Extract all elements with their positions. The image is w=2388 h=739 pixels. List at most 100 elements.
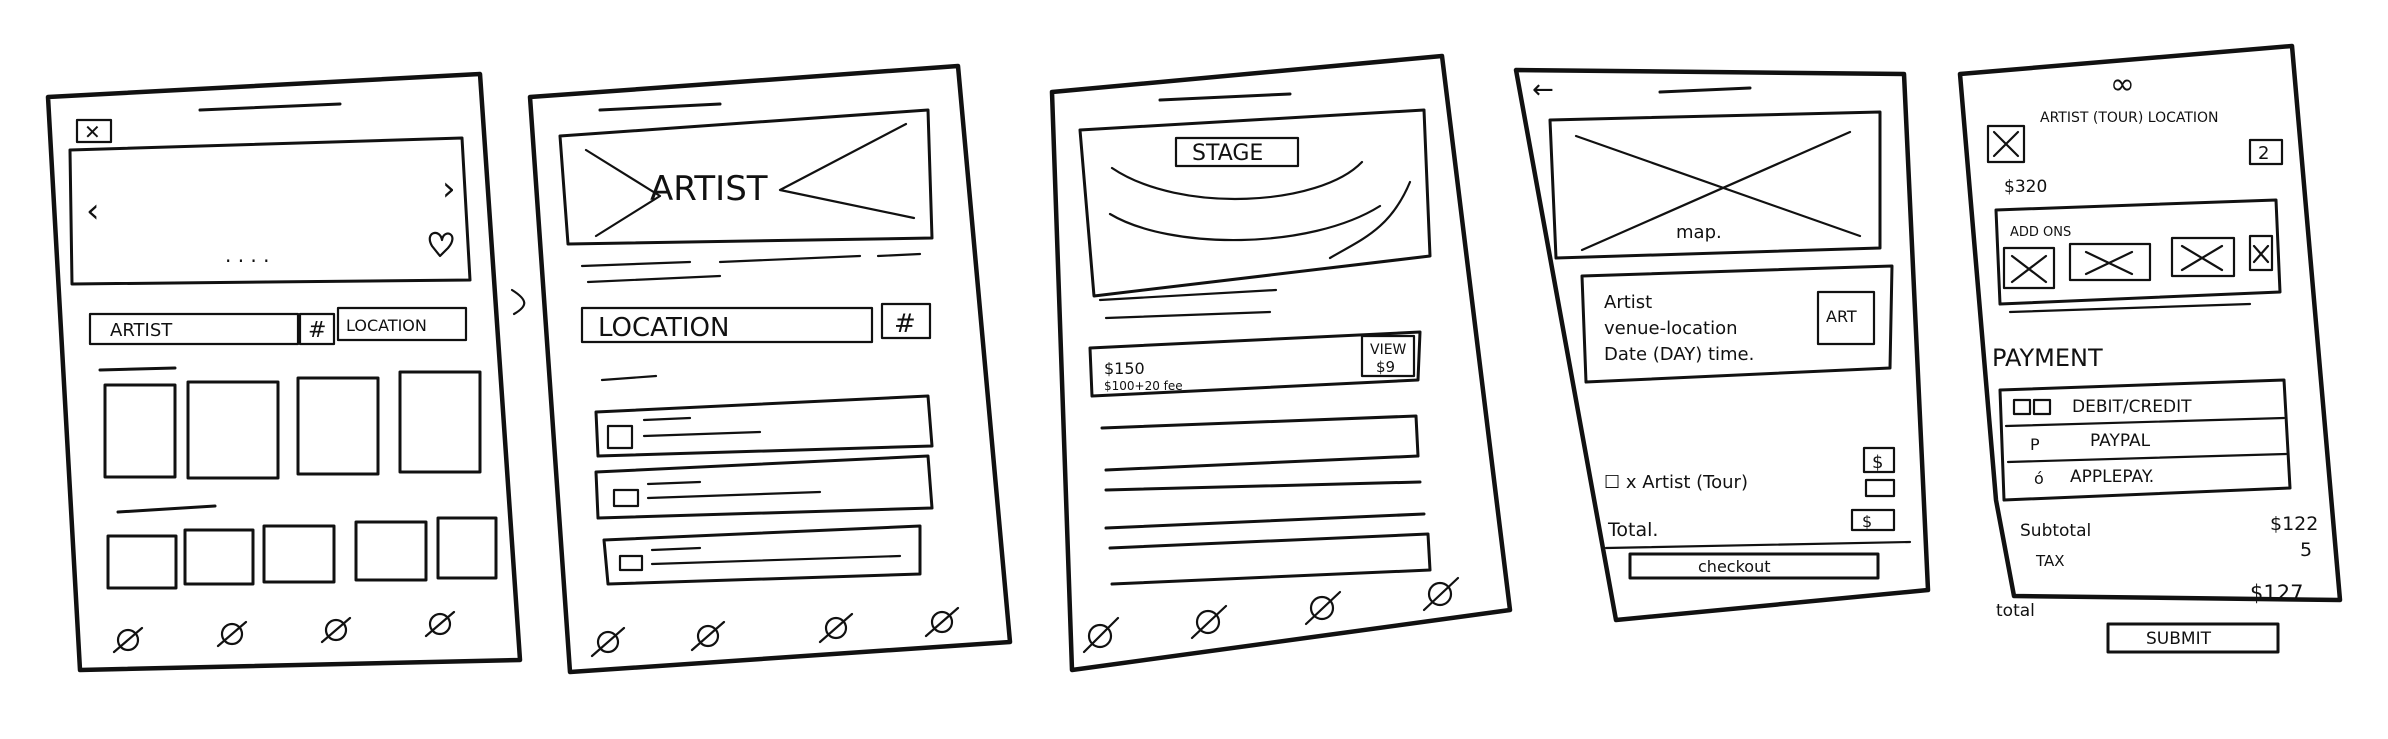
artist-card[interactable] <box>296 376 380 476</box>
nav-icon[interactable] <box>1304 590 1342 626</box>
nav-icon[interactable] <box>112 626 144 654</box>
nav-icon[interactable] <box>1190 604 1228 640</box>
payment-options-panel <box>1998 378 2292 502</box>
nav-icon[interactable] <box>1082 616 1120 654</box>
view-button[interactable] <box>1360 334 1416 378</box>
screen-3-stage: STAGE $150 $100+20 fee VIEW $9 <box>1049 53 1513 673</box>
paypal-icon[interactable]: P <box>2030 435 2040 454</box>
map-label: map. <box>1676 222 1722 243</box>
close-icon[interactable] <box>75 118 113 144</box>
addons-panel <box>1994 198 2282 306</box>
quantity-badge[interactable] <box>2248 138 2284 166</box>
payment-debit-label: DEBIT/CREDIT <box>2072 397 2192 417</box>
screen-5-payment: ∞ ARTIST (TOUR) LOCATION 2 $320 ADD ONS … <box>1957 43 2343 654</box>
addon-item[interactable] <box>2068 242 2152 282</box>
view-button-label: VIEW <box>1370 342 1407 358</box>
checkout-button-label: checkout <box>1698 557 1770 576</box>
nav-icon[interactable] <box>818 612 854 644</box>
carousel-next-icon[interactable]: › <box>442 169 456 209</box>
event-card[interactable] <box>354 520 428 582</box>
filter-location-chip[interactable] <box>336 306 468 342</box>
artist-thumbnail <box>1986 124 2026 164</box>
filter-hash-chip[interactable] <box>880 302 932 340</box>
map-image[interactable] <box>1548 110 1882 260</box>
nav-icon[interactable] <box>424 610 456 638</box>
payment-option-debit[interactable] <box>2012 398 2052 416</box>
filter-hash-label: # <box>894 309 916 339</box>
subtotal-label: Subtotal <box>2020 521 2091 541</box>
artist-hero-label: ARTIST <box>650 169 768 209</box>
filter-location-chip[interactable] <box>580 306 874 344</box>
location-list-item[interactable] <box>602 524 922 586</box>
ticket-option-row[interactable] <box>1088 330 1422 398</box>
heart-icon[interactable] <box>428 231 454 258</box>
art-thumbnail <box>1816 290 1876 346</box>
event-card[interactable] <box>183 528 255 586</box>
line-item-price: $ <box>1872 452 1883 473</box>
artist-card[interactable] <box>103 383 177 479</box>
subtotal-value: $122 <box>2270 513 2318 535</box>
filter-location-label: LOCATION <box>598 313 729 343</box>
event-card[interactable] <box>436 516 498 580</box>
filter-hash-chip[interactable] <box>298 312 336 346</box>
nav-icon[interactable] <box>590 626 626 658</box>
nav-icon[interactable] <box>690 620 726 652</box>
swipe-arrow-icon <box>510 288 526 316</box>
payment-paypal-label: PAYPAL <box>2090 431 2151 451</box>
event-date: Date (DAY) time. <box>1604 344 1754 365</box>
ticket-option-row[interactable] <box>1104 480 1426 530</box>
artist-card[interactable] <box>186 380 280 480</box>
filter-hash-label: # <box>308 318 326 343</box>
stage-label-box <box>1174 136 1300 168</box>
total-value: $127 <box>2250 581 2303 605</box>
location-list-item[interactable] <box>594 454 934 520</box>
carousel-prev-icon[interactable]: ‹ <box>86 191 100 231</box>
quantity-box[interactable] <box>1864 478 1896 498</box>
event-card[interactable] <box>262 524 336 584</box>
addon-item[interactable] <box>2002 246 2056 290</box>
line-item-price-box <box>1862 446 1896 474</box>
screen-1-home: ✕ ‹ › . . . . ARTIST # LOCATION <box>45 71 526 673</box>
addons-label: ADD ONS <box>2010 225 2071 240</box>
filter-artist-chip[interactable] <box>88 312 300 346</box>
cart-line-item[interactable]: ☐ x Artist (Tour) <box>1604 472 1748 493</box>
nav-icon[interactable] <box>320 616 352 644</box>
screen-4-event: ← map. Artist venue-location Date (DAY) … <box>1513 67 1931 623</box>
addon-item[interactable] <box>2248 234 2274 272</box>
checkout-button[interactable] <box>1628 552 1880 580</box>
ticket-fee: $100+20 fee <box>1104 379 1183 393</box>
ticket-option-row[interactable] <box>1108 532 1432 586</box>
event-card[interactable] <box>106 534 178 590</box>
artist-card[interactable] <box>398 370 482 474</box>
stage-label: STAGE <box>1192 141 1263 166</box>
nav-icon[interactable] <box>216 620 248 648</box>
ticket-option-row[interactable] <box>1100 414 1420 472</box>
quantity-value: 2 <box>2258 143 2269 164</box>
artist-hero-image <box>558 108 934 246</box>
view-price: $9 <box>1376 358 1395 376</box>
event-info-card <box>1580 264 1894 384</box>
payment-apple-label: APPLEPAY. <box>2070 467 2154 487</box>
total-value-box <box>1850 508 1896 532</box>
location-list-item[interactable] <box>594 394 934 458</box>
nav-icon[interactable] <box>1422 576 1460 612</box>
ticket-price: $150 <box>1104 359 1145 378</box>
nav-icon[interactable] <box>924 606 960 638</box>
hero-carousel[interactable] <box>68 136 472 286</box>
submit-button-label: SUBMIT <box>2146 629 2212 649</box>
total-value: $ <box>1862 512 1872 531</box>
total-label: total <box>1996 601 2035 621</box>
apple-pay-icon[interactable]: ó <box>2034 469 2044 488</box>
art-thumbnail-label: ART <box>1826 307 1857 326</box>
carousel-dots: . . . . <box>225 243 270 267</box>
submit-button[interactable] <box>2106 622 2280 654</box>
header-title: ARTIST (TOUR) LOCATION <box>2040 110 2219 126</box>
tax-label: TAX <box>2035 552 2065 570</box>
screen-2-artist: ARTIST LOCATION # <box>527 63 1013 675</box>
payment-heading: PAYMENT <box>1992 344 2103 372</box>
stage-seat-map[interactable] <box>1078 108 1432 298</box>
timer-icon: ∞ <box>2110 67 2135 102</box>
back-arrow-icon[interactable]: ← <box>1532 75 1554 105</box>
addon-item[interactable] <box>2170 236 2236 278</box>
